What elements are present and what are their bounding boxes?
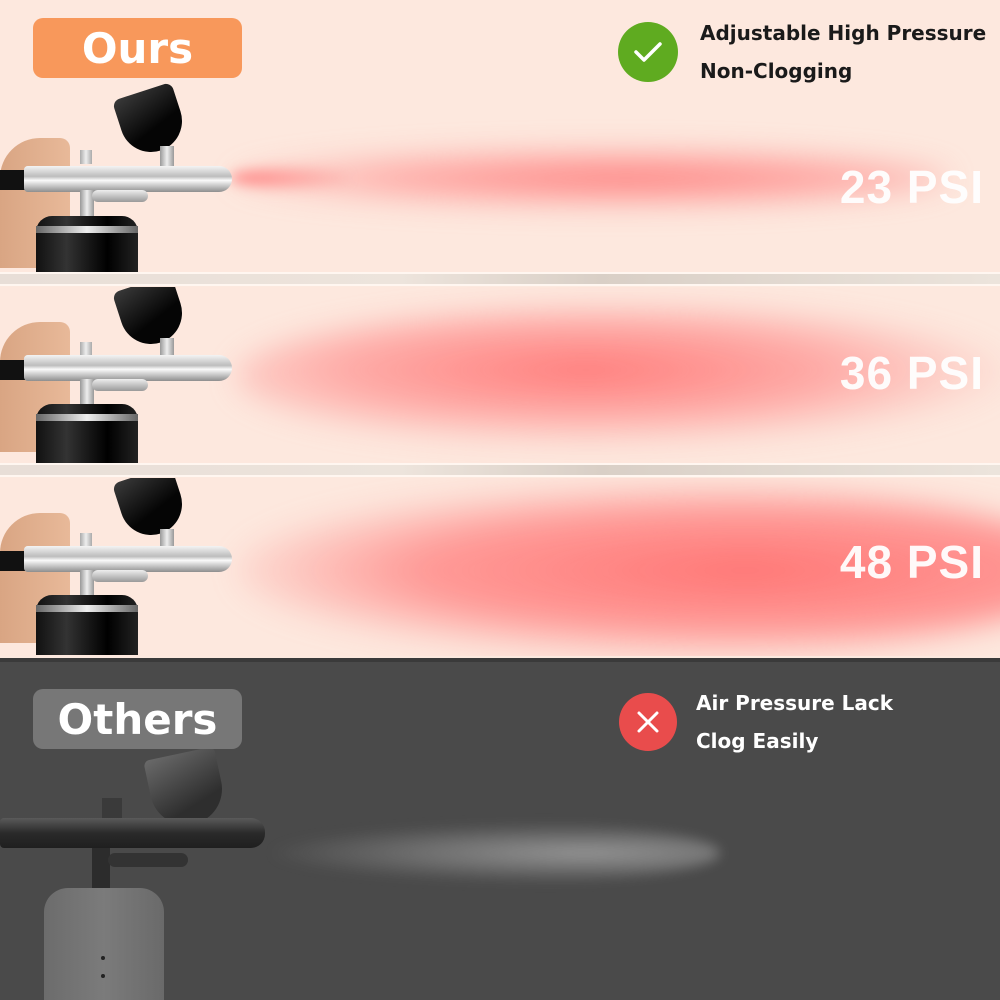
indicator-dot: [101, 956, 105, 960]
pressure-label: 36 PSI: [839, 347, 984, 399]
airbrush-image: [0, 287, 240, 463]
paint-spray-core: [230, 165, 350, 191]
compressor-base: [36, 595, 138, 655]
pressure-label: 48 PSI: [839, 536, 984, 588]
trigger: [80, 342, 92, 356]
handle: [92, 848, 110, 888]
base-band: [36, 605, 138, 612]
ours-features: Adjustable High Pressure Non-Clogging: [618, 20, 986, 84]
ours-section: 23 PSI 36 PSI: [0, 0, 1000, 656]
indicator-dot: [101, 974, 105, 978]
cup-neck: [160, 529, 174, 551]
paint-spray: [235, 307, 1000, 447]
others-badge: Others: [33, 689, 242, 749]
compressor-base: [36, 404, 138, 463]
airbrush-image: [0, 81, 240, 272]
check-icon: [618, 22, 678, 82]
air-hose: [0, 170, 30, 190]
cup-neck: [160, 338, 174, 360]
compressor-base: [36, 216, 138, 272]
weak-spray: [270, 823, 720, 883]
airbrush-barrel: [24, 355, 232, 381]
pressure-panel-48: 48 PSI: [0, 478, 1000, 656]
paint-cup: [111, 287, 191, 353]
feature-text: Non-Clogging: [700, 59, 853, 83]
air-hose: [0, 360, 30, 380]
trigger: [80, 533, 92, 547]
airbrush-image: [0, 478, 240, 655]
cross-icon: [619, 693, 677, 751]
paint-spray: [235, 483, 1000, 656]
handle-curl: [108, 853, 188, 867]
airbrush-barrel: [0, 818, 265, 848]
compressor-base: [44, 888, 164, 1000]
base-band: [36, 414, 138, 421]
trigger: [80, 150, 92, 164]
divider: [0, 272, 1000, 286]
feature-text: Air Pressure Lack: [696, 691, 894, 715]
divider: [0, 463, 1000, 477]
airbrush-barrel: [24, 546, 232, 572]
airbrush-barrel: [24, 166, 232, 192]
cup-neck: [160, 146, 174, 168]
air-hose: [0, 551, 30, 571]
handle-curl: [92, 379, 148, 391]
handle-curl: [92, 190, 148, 202]
ours-badge: Ours: [33, 18, 242, 78]
trigger: [102, 798, 122, 820]
others-features: Air Pressure Lack Clog Easily: [619, 690, 893, 754]
paint-spray: [230, 148, 950, 208]
pressure-label: 23 PSI: [839, 161, 984, 213]
pressure-panel-36: 36 PSI: [0, 287, 1000, 463]
base-band: [36, 226, 138, 233]
paint-cup: [111, 478, 191, 544]
paint-cup: [111, 81, 191, 161]
feature-text: Clog Easily: [696, 729, 819, 753]
handle-curl: [92, 570, 148, 582]
feature-text: Adjustable High Pressure: [700, 21, 987, 45]
pressure-panel-23: 23 PSI: [0, 0, 1000, 272]
